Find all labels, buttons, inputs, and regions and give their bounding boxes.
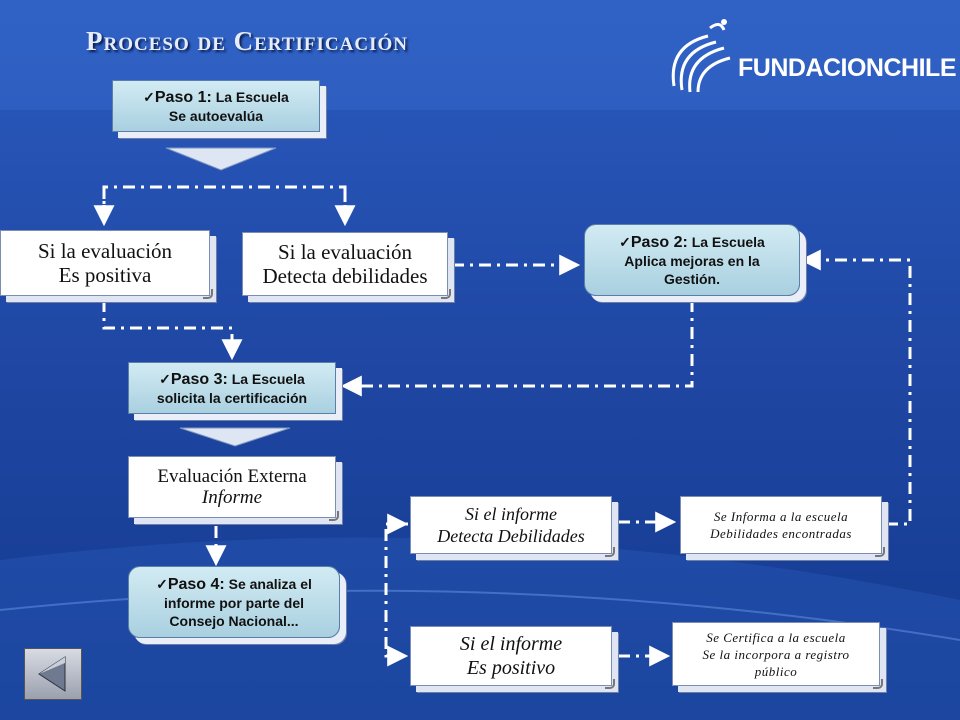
card-informe-pos-line2: Es positivo	[466, 657, 556, 679]
card-debilidades-line2: Detecta debilidades	[262, 264, 428, 288]
logo-text: FUNDACIONCHILE	[738, 54, 957, 82]
card-se-certifica-line1: Se Certifica a la escuela	[706, 629, 846, 645]
card-se-certifica-line3: público	[754, 663, 798, 679]
back-button[interactable]	[24, 648, 82, 700]
card-externa-line1: Evaluación Externa	[157, 466, 307, 487]
card-se-informa-line1: Se Informa a la escuela	[713, 509, 849, 524]
card-evaluacion-debilidades: Si la evaluación Detecta debilidades	[242, 232, 451, 299]
card-se-certifica: Se Certifica a la escuela Se la incorpor…	[672, 622, 883, 689]
step-4-line3: Consejo Nacional...	[169, 612, 299, 629]
step-1-label: Paso 1:	[154, 88, 212, 106]
step-4-line1: Se analiza el	[228, 575, 312, 592]
step-4-line2: informe por parte del	[163, 594, 305, 611]
step-1-line1: La Escuela	[215, 88, 289, 105]
step-2-label: Paso 2:	[630, 233, 688, 251]
card-informe-debilidades: Si el informe Detecta Debilidades	[410, 496, 615, 557]
card-informe-pos-line1: Si el informe	[459, 633, 563, 655]
card-evaluacion-externa: Evaluación Externa Informe	[128, 456, 339, 521]
back-arrow-icon	[38, 656, 66, 692]
step-2-line2: Aplica mejoras en la	[624, 252, 760, 269]
card-informe-debil-line1: Si el informe	[465, 504, 557, 524]
card-informe-debil-line2: Detecta Debilidades	[437, 526, 585, 546]
card-evaluacion-positiva: Si la evaluación Es positiva	[0, 230, 213, 299]
down-arrow-2	[179, 427, 291, 447]
card-positiva-line2: Es positiva	[58, 263, 152, 287]
down-arrow-1	[165, 147, 277, 171]
step-3-line1: La Escuela	[231, 370, 305, 387]
card-se-certifica-line2: Se la incorpora a registro	[702, 646, 850, 662]
step-4-box: ✓Paso 4: Se analiza el informe por parte…	[128, 566, 340, 638]
card-se-informa: Se Informa a la escuela Debilidades enco…	[680, 496, 885, 557]
card-informe-positivo: Si el informe Es positivo	[410, 626, 615, 689]
step-2-box: ✓Paso 2: La Escuela Aplica mejoras en la…	[584, 224, 800, 296]
step-3-line2: solicita la certificación	[156, 389, 308, 406]
step-2-line3: Gestión.	[663, 270, 720, 287]
page-title: Proceso de Certificación	[86, 26, 408, 56]
step-3-label: Paso 3:	[170, 370, 228, 388]
step-2-line1: La Escuela	[691, 233, 765, 250]
card-se-informa-line2: Debilidades encontradas	[710, 526, 852, 541]
step-1-box: ✓Paso 1: La Escuela Se autoevalúa	[112, 80, 320, 132]
step-4-label: Paso 4:	[167, 575, 225, 593]
card-positiva-line1: Si la evaluación	[37, 239, 173, 263]
globe-swirl-logo	[671, 19, 731, 93]
step-1-line2: Se autoevalúa	[168, 107, 264, 124]
step-3-box: ✓Paso 3: La Escuela solicita la certific…	[128, 362, 336, 414]
card-debilidades-line1: Si la evaluación	[277, 240, 413, 264]
card-externa-line2: Informe	[201, 487, 263, 508]
